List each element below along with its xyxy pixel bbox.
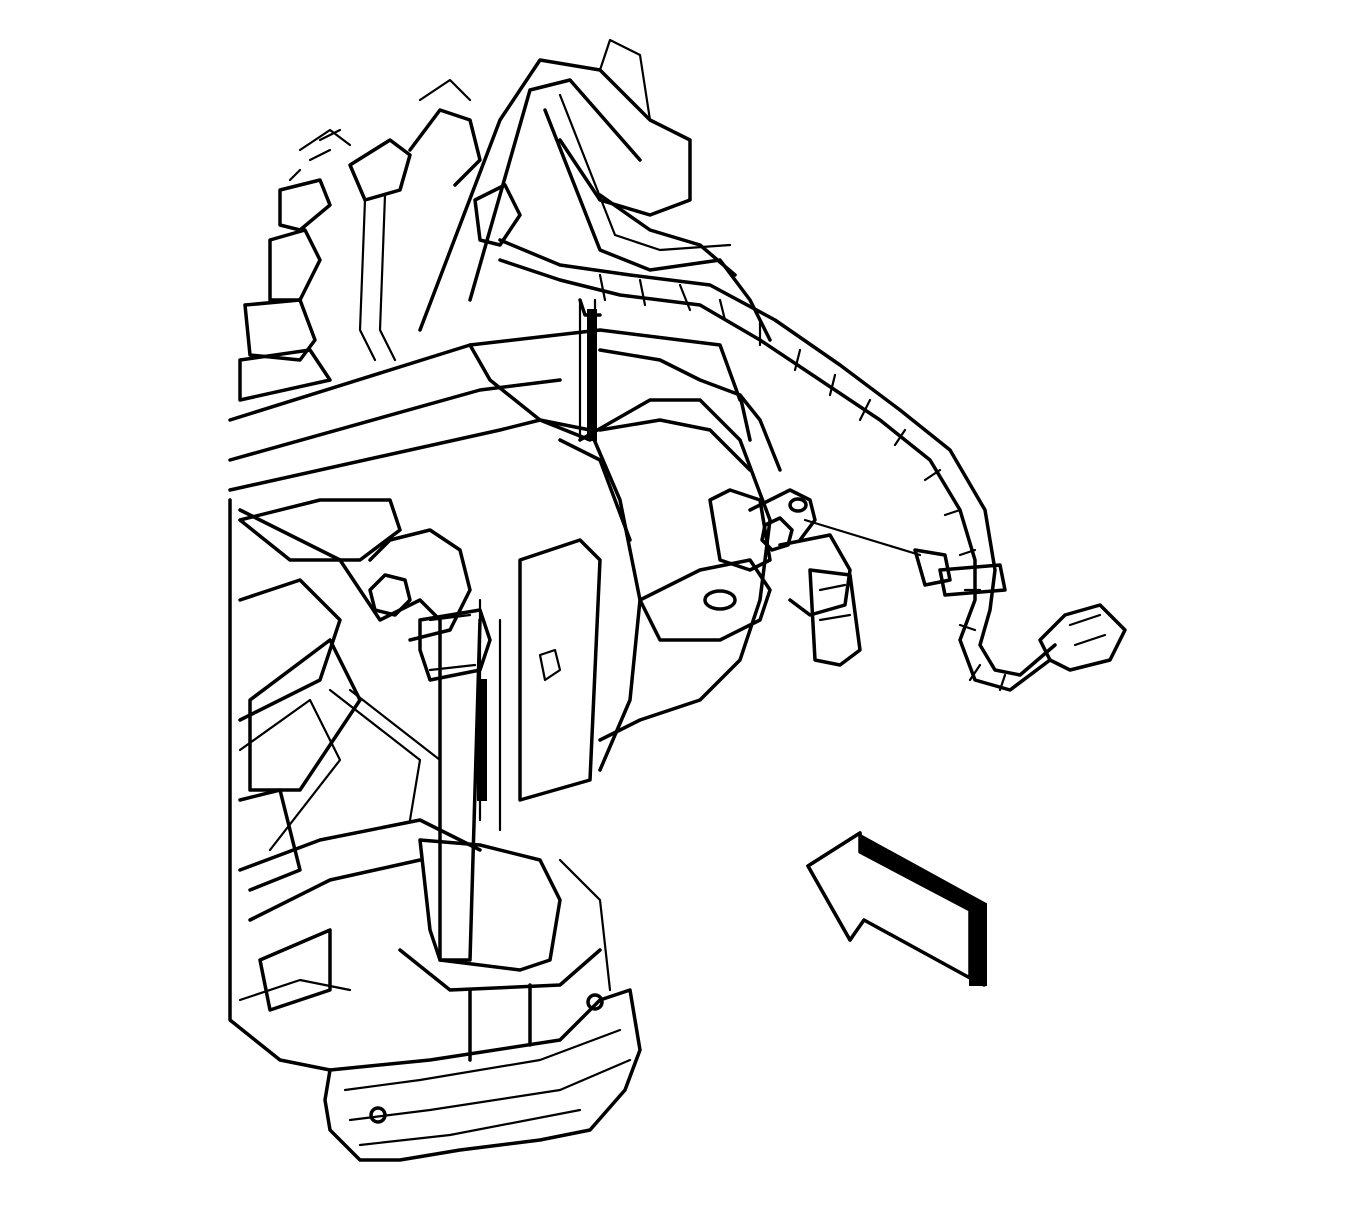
- upper-left-components: [238, 78, 522, 402]
- motor-connector: [708, 488, 952, 667]
- arrow-icon: [806, 831, 987, 987]
- wire-harness: [498, 238, 1127, 692]
- housing-top: [228, 298, 742, 492]
- housing-left-body: [228, 498, 482, 1072]
- lower-case: [323, 838, 642, 1162]
- upper-duct-assembly: [418, 38, 772, 342]
- mounting-bracket: [238, 508, 502, 962]
- blower-motor-housing: [518, 348, 782, 802]
